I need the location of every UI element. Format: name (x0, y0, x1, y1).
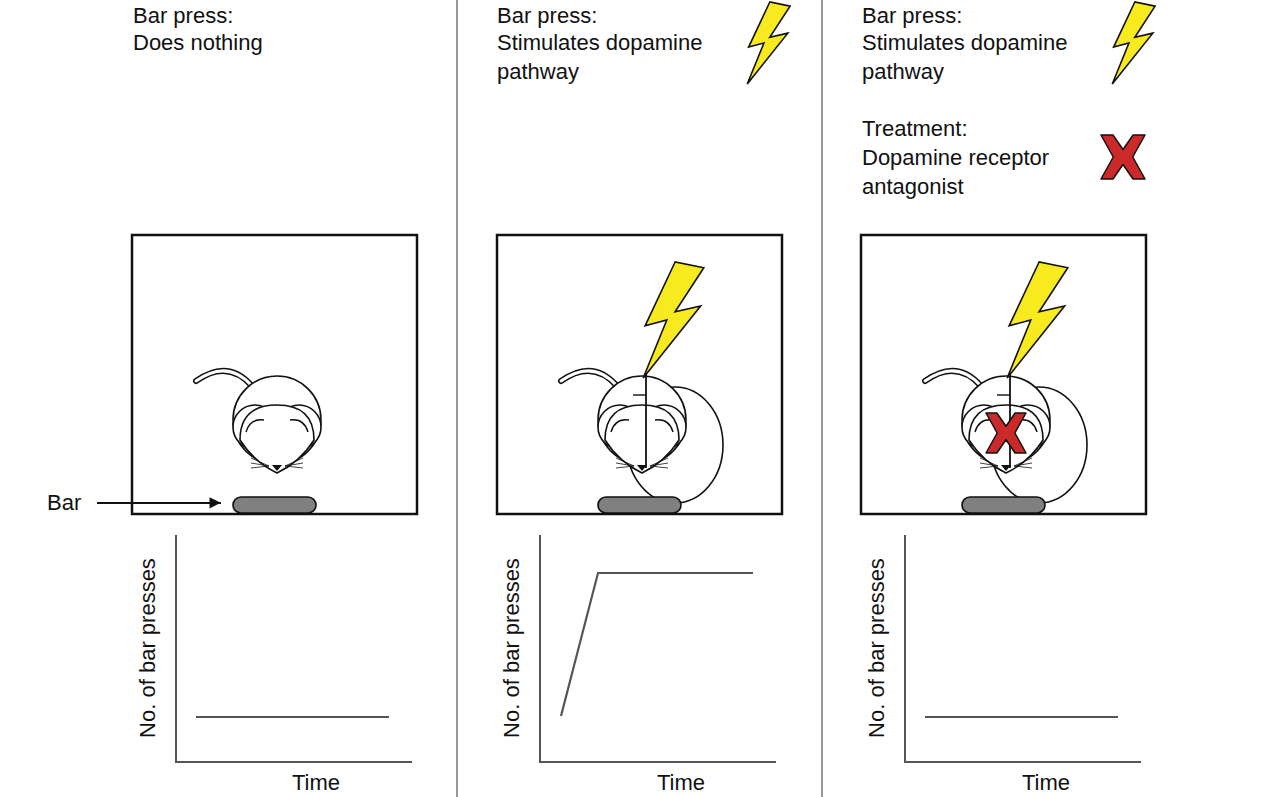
cage (497, 235, 782, 514)
panel-text: Does nothing (133, 28, 263, 57)
panel (497, 235, 782, 762)
graph-line (561, 573, 753, 716)
graph-line (196, 716, 389, 718)
mouse (925, 371, 1087, 503)
axis-label: Time (657, 768, 705, 797)
lightning-bolt (1007, 262, 1068, 378)
axis-label: Time (1022, 768, 1070, 797)
mouse-head (605, 405, 679, 473)
cage (861, 235, 1146, 514)
panel-text: Stimulates dopamine pathway (497, 28, 732, 86)
mouse (561, 371, 723, 503)
axis-label: No. of bar presses (862, 558, 891, 738)
graph-line (925, 716, 1118, 718)
graph-axes (905, 535, 1141, 762)
mouse-head (240, 405, 314, 473)
axis-label: Time (292, 768, 340, 797)
graph-axes (540, 535, 776, 762)
cage (132, 235, 417, 514)
graph-axes (176, 535, 412, 762)
treatment-heading: Treatment: (862, 114, 968, 143)
mouse-head (969, 405, 1043, 473)
axis-label: No. of bar presses (133, 558, 162, 738)
mouse (196, 371, 321, 473)
antagonist-x (1101, 135, 1145, 179)
electrode (645, 372, 647, 468)
panel-heading: Bar press: (497, 1, 732, 30)
lightning-bolt (747, 2, 790, 84)
lightning-bolt (1112, 2, 1155, 84)
leader-arrow (97, 502, 221, 504)
bar (598, 497, 681, 513)
panel-divider (456, 0, 458, 797)
panel-heading: Bar press: (862, 1, 1097, 30)
antagonist-x (986, 413, 1026, 453)
panel-heading: Bar press: (133, 1, 233, 30)
mouse-tail (196, 371, 252, 386)
part-label: Bar (47, 488, 81, 517)
treatment-text: Dopamine receptor antagonist (862, 143, 1082, 201)
mouse-tail (925, 371, 981, 386)
panel (132, 235, 417, 762)
mouse-nose (272, 465, 282, 471)
bar (233, 497, 316, 513)
panel-divider (821, 0, 823, 797)
mouse-tail (561, 371, 617, 386)
bar (962, 497, 1045, 513)
axis-label: No. of bar presses (497, 558, 526, 738)
lightning-bolt (643, 262, 704, 378)
panel (861, 235, 1146, 762)
panel-text: Stimulates dopamine pathway (862, 28, 1097, 86)
